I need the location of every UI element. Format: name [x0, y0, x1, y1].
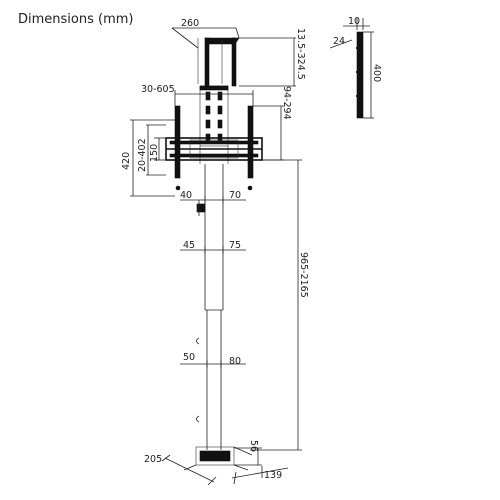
dim-col-top: 40 70 — [180, 190, 246, 204]
dim-base-height: 56 — [234, 440, 262, 466]
dim-total-height-label: 965-2165 — [298, 252, 309, 298]
dim-base-depth: 139 — [231, 466, 289, 485]
dim-col-low: 50 80 — [180, 352, 246, 368]
base — [183, 446, 253, 471]
dim-col-mid-left-label: 45 — [183, 240, 195, 251]
dim-col-low-right-label: 80 — [229, 356, 241, 367]
dim-vesa-height-left: 420 20-402 150 — [121, 119, 175, 197]
dim-col-mid-right-label: 75 — [229, 240, 241, 251]
dim-col-top-right-label: 70 — [229, 190, 241, 201]
dim-top-height-label: 13.5-324.5 — [295, 28, 306, 80]
dim-plate-width-label: 10 — [348, 16, 360, 27]
dim-col-low-left-label: 50 — [183, 352, 195, 363]
dim-top-height: 13.5-324.5 — [239, 28, 306, 87]
dim-base-width: 205 — [144, 454, 217, 486]
dim-col-top-left-label: 40 — [180, 190, 192, 201]
vesa-bracket — [165, 105, 263, 191]
dim-top-width: 260 — [171, 18, 240, 49]
dim-overall-height-left-label: 420 — [121, 152, 132, 170]
dim-plate-depth-label: 24 — [333, 36, 345, 47]
upper-column — [199, 85, 229, 164]
dim-base-height-label: 56 — [248, 440, 259, 452]
dim-base-width-label: 205 — [144, 454, 162, 465]
dim-vesa-height-left-label: 20-402 — [137, 138, 148, 172]
main-column — [196, 164, 224, 450]
dim-base-depth-label: 139 — [264, 470, 282, 481]
dim-total-height: 965-2165 — [250, 159, 309, 451]
wall-plate-side: 10 24 400 — [329, 16, 382, 119]
dim-vesa-height-right-label: 94-294 — [281, 86, 292, 120]
dim-col-mid: 45 75 — [180, 240, 246, 254]
dim-vesa-width-label: 30-605 — [141, 84, 175, 95]
dim-arm-spacing-label: 150 — [149, 144, 160, 162]
dim-vesa-width: 30-605 — [141, 84, 254, 106]
dim-plate-height-label: 400 — [371, 64, 382, 82]
diagram-title: Dimensions (mm) — [18, 12, 134, 27]
dim-top-width-label: 260 — [181, 18, 199, 29]
top-bracket — [197, 37, 240, 87]
